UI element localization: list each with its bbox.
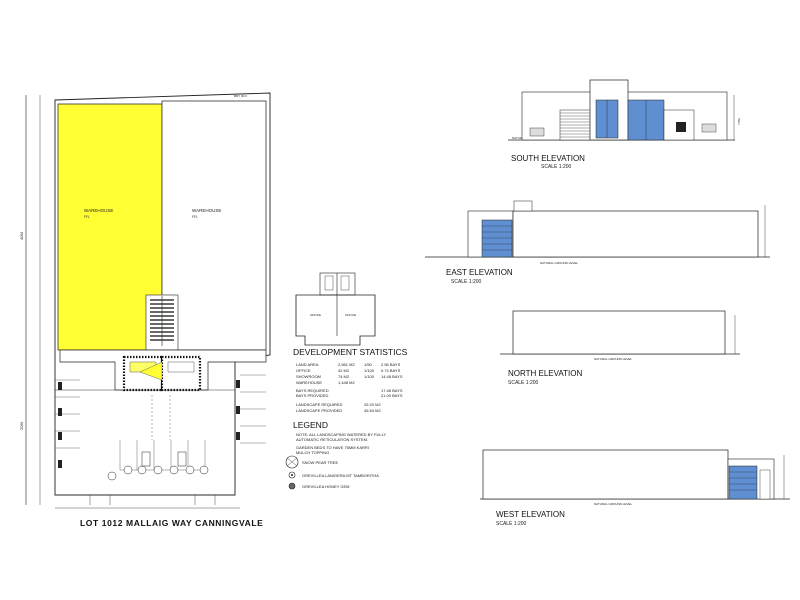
boundary-label: BDY 30.0 [234, 94, 247, 98]
svg-text:OFFICE: OFFICE [345, 313, 356, 317]
warehouse-right-label: WAREHOUSE [192, 208, 221, 213]
dimension-text-2: 20M [19, 422, 24, 430]
warehouse-right [161, 100, 267, 351]
west-facade [482, 449, 729, 500]
stat-ratio-showroom: 1/100 [364, 374, 375, 379]
svg-text:NATURAL GROUND LEVEL: NATURAL GROUND LEVEL [594, 502, 632, 506]
stat-label-office: OFFICE [296, 368, 311, 373]
legend-note-4: MULCH TOPPING [296, 450, 329, 455]
svg-text:OFFICE: OFFICE [310, 313, 321, 317]
landscape-provided-value: 45.54 M2 [364, 408, 381, 413]
legend-item-1: SNOW PEAR TREE [302, 460, 338, 465]
office-plan-inset: OFFICE OFFICE [295, 272, 376, 346]
north-elevation: NATURAL GROUND LEVEL NORTH ELEVATION SCA… [500, 310, 740, 386]
legend-note-3: GARDEN BEDS TO HAVE 75MM KARRI [296, 445, 369, 450]
east-elevation: NATURAL GROUND LEVEL EAST ELEVATION SCAL… [425, 200, 770, 285]
north-elevation-scale: SCALE 1:200 [508, 380, 539, 386]
landscape-trees [107, 465, 209, 481]
west-elevation-scale: SCALE 1:200 [496, 521, 527, 527]
dimension-text: 40M [19, 232, 24, 240]
svg-text:NATURAL GROUND LEVEL: NATURAL GROUND LEVEL [540, 261, 578, 265]
landscape-provided-label: LANDSCAPE PROVIDED [296, 408, 342, 413]
south-elevation-title: SOUTH ELEVATION [511, 154, 585, 163]
stats-title: DEVELOPMENT STATISTICS [293, 347, 408, 357]
legend-title: LEGEND [293, 420, 328, 430]
stat-label-warehouse: WAREHOUSE [296, 380, 322, 385]
stat-bays-land: 2.56 BAYS [381, 362, 401, 367]
stat-value-land: 2,561 M2 [338, 362, 355, 367]
east-elevation-scale: SCALE 1:200 [451, 279, 482, 285]
stat-label-land: LAND AREA [296, 362, 319, 367]
south-elevation: NATURAL GROUND LEVEL 7.5M SOUTH ELEVATIO… [508, 79, 741, 170]
west-glazing [728, 465, 758, 500]
stat-bays-showroom: 14.48 BAYS [381, 374, 403, 379]
svg-text:7.5M: 7.5M [737, 118, 741, 125]
legend-note-1: NOTE: ALL LANDSCAPING WATERED BY FULLY [296, 432, 387, 437]
legend-item-2: GREVILLEA LANIGERA MT TAMBORITHA [302, 473, 379, 478]
legend-note-2: AUTOMATIC RETICULATION SYSTEM. [296, 437, 368, 442]
grevillea-honey-gem-icon [288, 482, 296, 490]
stat-ratio-land: 1/50 [364, 362, 373, 367]
bays-provided-label: BAYS PROVIDED [296, 393, 328, 398]
east-facade [512, 210, 759, 258]
west-elevation: NATURAL GROUND LEVEL WEST ELEVATION SCAL… [480, 449, 790, 527]
warehouse-left-label: WAREHOUSE [84, 208, 113, 213]
west-elevation-title: WEST ELEVATION [496, 510, 565, 519]
stat-ratio-office: 1/100 [364, 368, 375, 373]
legend-item-3: GREVILLEA HONEY GEM [302, 484, 350, 489]
stat-value-warehouse: 1,448 M2 [338, 380, 355, 385]
landscape-required-label: LANDSCAPE REQUIRED [296, 402, 343, 407]
warehouse-left [57, 103, 163, 351]
bays-provided-value: 21.00 BAYS [381, 393, 403, 398]
development-statistics: DEVELOPMENT STATISTICS LAND AREA 2,561 M… [293, 347, 408, 413]
landscape-required-value: 25.20 M2 [364, 402, 381, 407]
stat-value-office: 42 M2 [338, 368, 350, 373]
stat-value-showroom: 74 M2 [338, 374, 350, 379]
lot-caption: LOT 1012 MALLAIG WAY CANNINGVALE [80, 518, 263, 528]
stat-bays-office: 0.74 BAYS [381, 368, 401, 373]
legend: LEGEND NOTE: ALL LANDSCAPING WATERED BY … [285, 420, 387, 490]
south-elevation-scale: SCALE 1:200 [541, 164, 572, 170]
site-plan: 40M 20M BDY 30.0 WAREHOUSE FFL WAREHOUSE… [19, 92, 271, 528]
parking-area [54, 389, 236, 496]
east-glazing [481, 219, 513, 258]
north-elevation-title: NORTH ELEVATION [508, 369, 582, 378]
east-elevation-title: EAST ELEVATION [446, 268, 513, 277]
bays-required-label: BAYS REQUIRED [296, 388, 329, 393]
bays-required-value: 17.48 BAYS [381, 388, 403, 393]
stat-label-showroom: SHOWROOM [296, 374, 321, 379]
warehouse-left-sublabel: FFL [84, 215, 90, 219]
warehouse-right-sublabel: FFL [192, 215, 198, 219]
north-facade [512, 310, 726, 355]
svg-text:NATURAL GROUND LEVEL: NATURAL GROUND LEVEL [594, 357, 632, 361]
